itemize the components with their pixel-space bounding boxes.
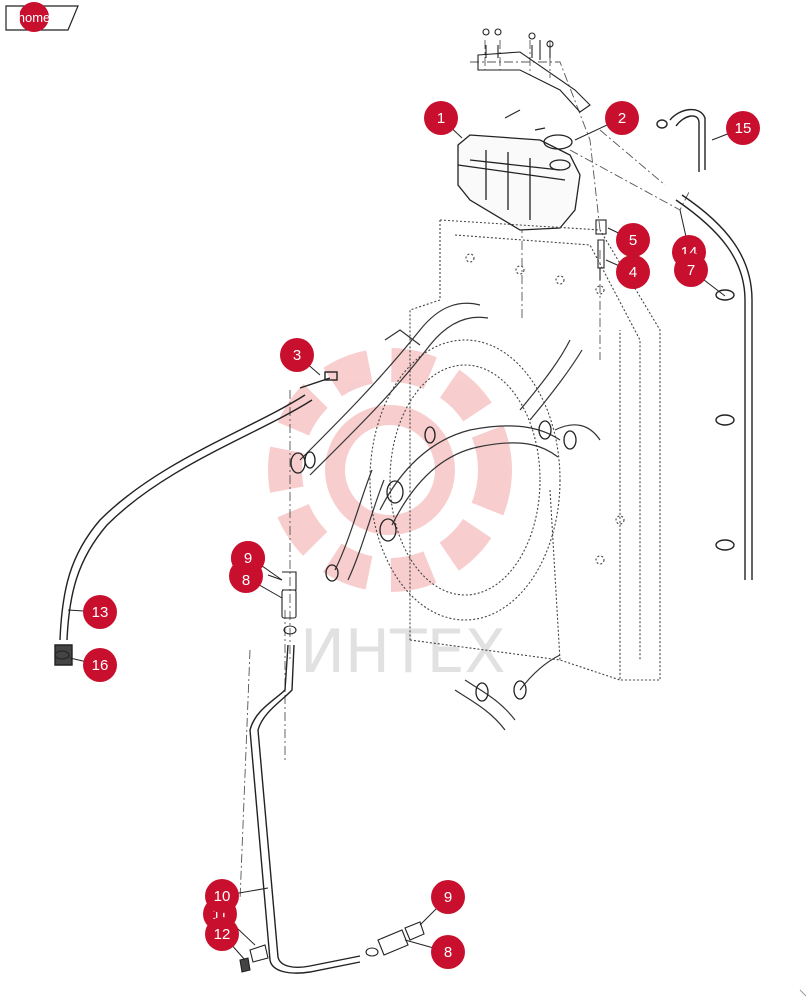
callout-15[interactable]: 15 xyxy=(726,111,760,145)
home-button[interactable]: home xyxy=(5,2,79,32)
callout-label: 10 xyxy=(214,888,231,905)
callout-label: 4 xyxy=(629,264,637,281)
radiator-hoses xyxy=(299,302,601,731)
callout-label: 16 xyxy=(92,657,109,674)
fitting-8-9-lower xyxy=(365,921,425,957)
hardware-11-12 xyxy=(239,944,269,973)
vent-line-14 xyxy=(675,194,753,580)
callout-5[interactable]: 5 xyxy=(616,223,650,257)
callout-label: 15 xyxy=(735,120,752,137)
callout-label: 7 xyxy=(687,262,695,279)
callout-label: 12 xyxy=(214,926,231,943)
callout-label: 9 xyxy=(244,550,252,567)
callout-10[interactable]: 10 xyxy=(205,879,239,913)
fan-shroud xyxy=(369,339,561,621)
watermark-gear-logo xyxy=(268,348,512,592)
home-button-label: home xyxy=(18,10,51,25)
watermark-text: ИНТЕХ xyxy=(300,617,506,687)
overflow-hose-15 xyxy=(656,108,706,172)
callout-8-lower[interactable]: 8 xyxy=(431,935,465,969)
callout-3[interactable]: 3 xyxy=(280,338,314,372)
callout-13[interactable]: 13 xyxy=(83,595,117,629)
callout-9-lower[interactable]: 9 xyxy=(431,880,465,914)
callout-4[interactable]: 4 xyxy=(616,255,650,289)
coolant-line-13 xyxy=(54,371,338,666)
callout-1[interactable]: 1 xyxy=(424,101,458,135)
callout-9-upper-front: 9 xyxy=(231,541,265,575)
callout-7[interactable]: 7 xyxy=(674,253,708,287)
callout-label: 8 xyxy=(242,572,250,589)
callout-label: 1 xyxy=(437,110,445,127)
drawing xyxy=(54,28,753,974)
callout-label: 3 xyxy=(293,347,301,364)
callout-12[interactable]: 12 xyxy=(205,917,239,951)
sensor-4-5 xyxy=(595,219,607,280)
callout-label: 5 xyxy=(629,232,637,249)
drain-line-10 xyxy=(249,644,361,974)
corner-mark xyxy=(799,989,807,997)
fitting-8-9-upper xyxy=(267,571,297,635)
callout-16[interactable]: 16 xyxy=(83,648,117,682)
callout-label: 2 xyxy=(618,110,626,127)
watermark: ИНТЕХ xyxy=(268,348,512,687)
callout-label: 8 xyxy=(444,944,452,961)
drain-plug-16 xyxy=(54,650,70,660)
callout-label: 9 xyxy=(444,889,452,906)
callout-label: 13 xyxy=(92,604,109,621)
radiator-frame xyxy=(409,219,661,681)
hose-clamps xyxy=(290,420,577,702)
expansion-tank xyxy=(457,127,581,231)
callout-2[interactable]: 2 xyxy=(605,101,639,135)
mounting-bracket xyxy=(477,28,591,119)
